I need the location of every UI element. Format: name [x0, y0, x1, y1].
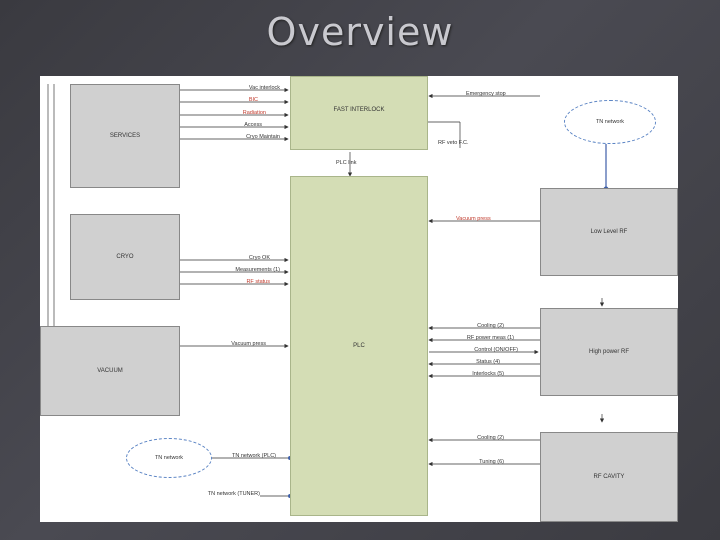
signal-emergency-stop: Emergency stop [466, 91, 506, 97]
signal-vac-interlock: Vac interlock [248, 85, 280, 91]
services-label: SERVICES [109, 133, 141, 139]
signal-access: Access [244, 122, 262, 128]
signal-cooling-hp: Cooling (2) [477, 323, 504, 329]
connection-lines [47, 84, 609, 498]
low-level-rf-block: Low Level RF [540, 188, 678, 276]
signal-rf-power-meas: RF power meas (1) [466, 335, 514, 341]
tn-network-bottom-label: TN network [154, 455, 184, 461]
block-diagram: SERVICES CRYO VACUUM FAST INTERLOCK PLC … [40, 76, 678, 522]
tn-network-top-label: TN network [595, 119, 625, 125]
fast-interlock-block: FAST INTERLOCK [290, 76, 428, 150]
signal-measurements: Measurements (1) [235, 267, 280, 273]
cryo-block: CRYO [70, 214, 180, 300]
signal-radiation: Radiation [242, 110, 266, 116]
signal-tuning: Tuning (6) [479, 459, 504, 465]
signal-cooling-cavity: Cooling (2) [477, 435, 504, 441]
signal-vacuum-press-top: Vacuum press [456, 216, 491, 222]
signal-vacuum-press-left: Vacuum press [231, 341, 266, 347]
signal-cryo-maintain: Cryo Maintain [246, 134, 280, 140]
tn-network-cloud-top: TN network [564, 100, 656, 144]
tn-network-cloud-bottom: TN network [126, 438, 212, 478]
slide-title: Overview [266, 10, 454, 54]
services-block: SERVICES [70, 84, 180, 188]
low-level-rf-label: Low Level RF [590, 229, 628, 235]
vacuum-label: VACUUM [97, 368, 123, 374]
signal-rf-veto: RF veto F.C. [438, 140, 469, 146]
signal-plc-link: PLC link [336, 160, 357, 166]
cryo-label: CRYO [116, 254, 134, 260]
signal-bic: BIC [248, 97, 258, 103]
rf-cavity-label: RF CAVITY [593, 474, 625, 480]
vacuum-block: VACUUM [40, 326, 180, 416]
plc-block: PLC [290, 176, 428, 516]
high-power-rf-label: High power RF [588, 349, 629, 355]
signal-control: Control (ON/OFF) [474, 347, 518, 353]
plc-label: PLC [353, 343, 365, 349]
rf-cavity-block: RF CAVITY [540, 432, 678, 522]
high-power-rf-block: High power RF [540, 308, 678, 396]
signal-tn-network-plc: TN network (PLC) [231, 453, 276, 459]
signal-cryo-ok: Cryo OK [248, 255, 270, 261]
signal-interlocks: Interlocks (5) [472, 371, 504, 377]
fast-interlock-label: FAST INTERLOCK [333, 107, 385, 113]
signal-status: Status (4) [476, 359, 500, 365]
signal-tn-network-tuner: TN network (TUNER) [207, 491, 260, 497]
signal-rf-status: RF status [246, 279, 270, 285]
